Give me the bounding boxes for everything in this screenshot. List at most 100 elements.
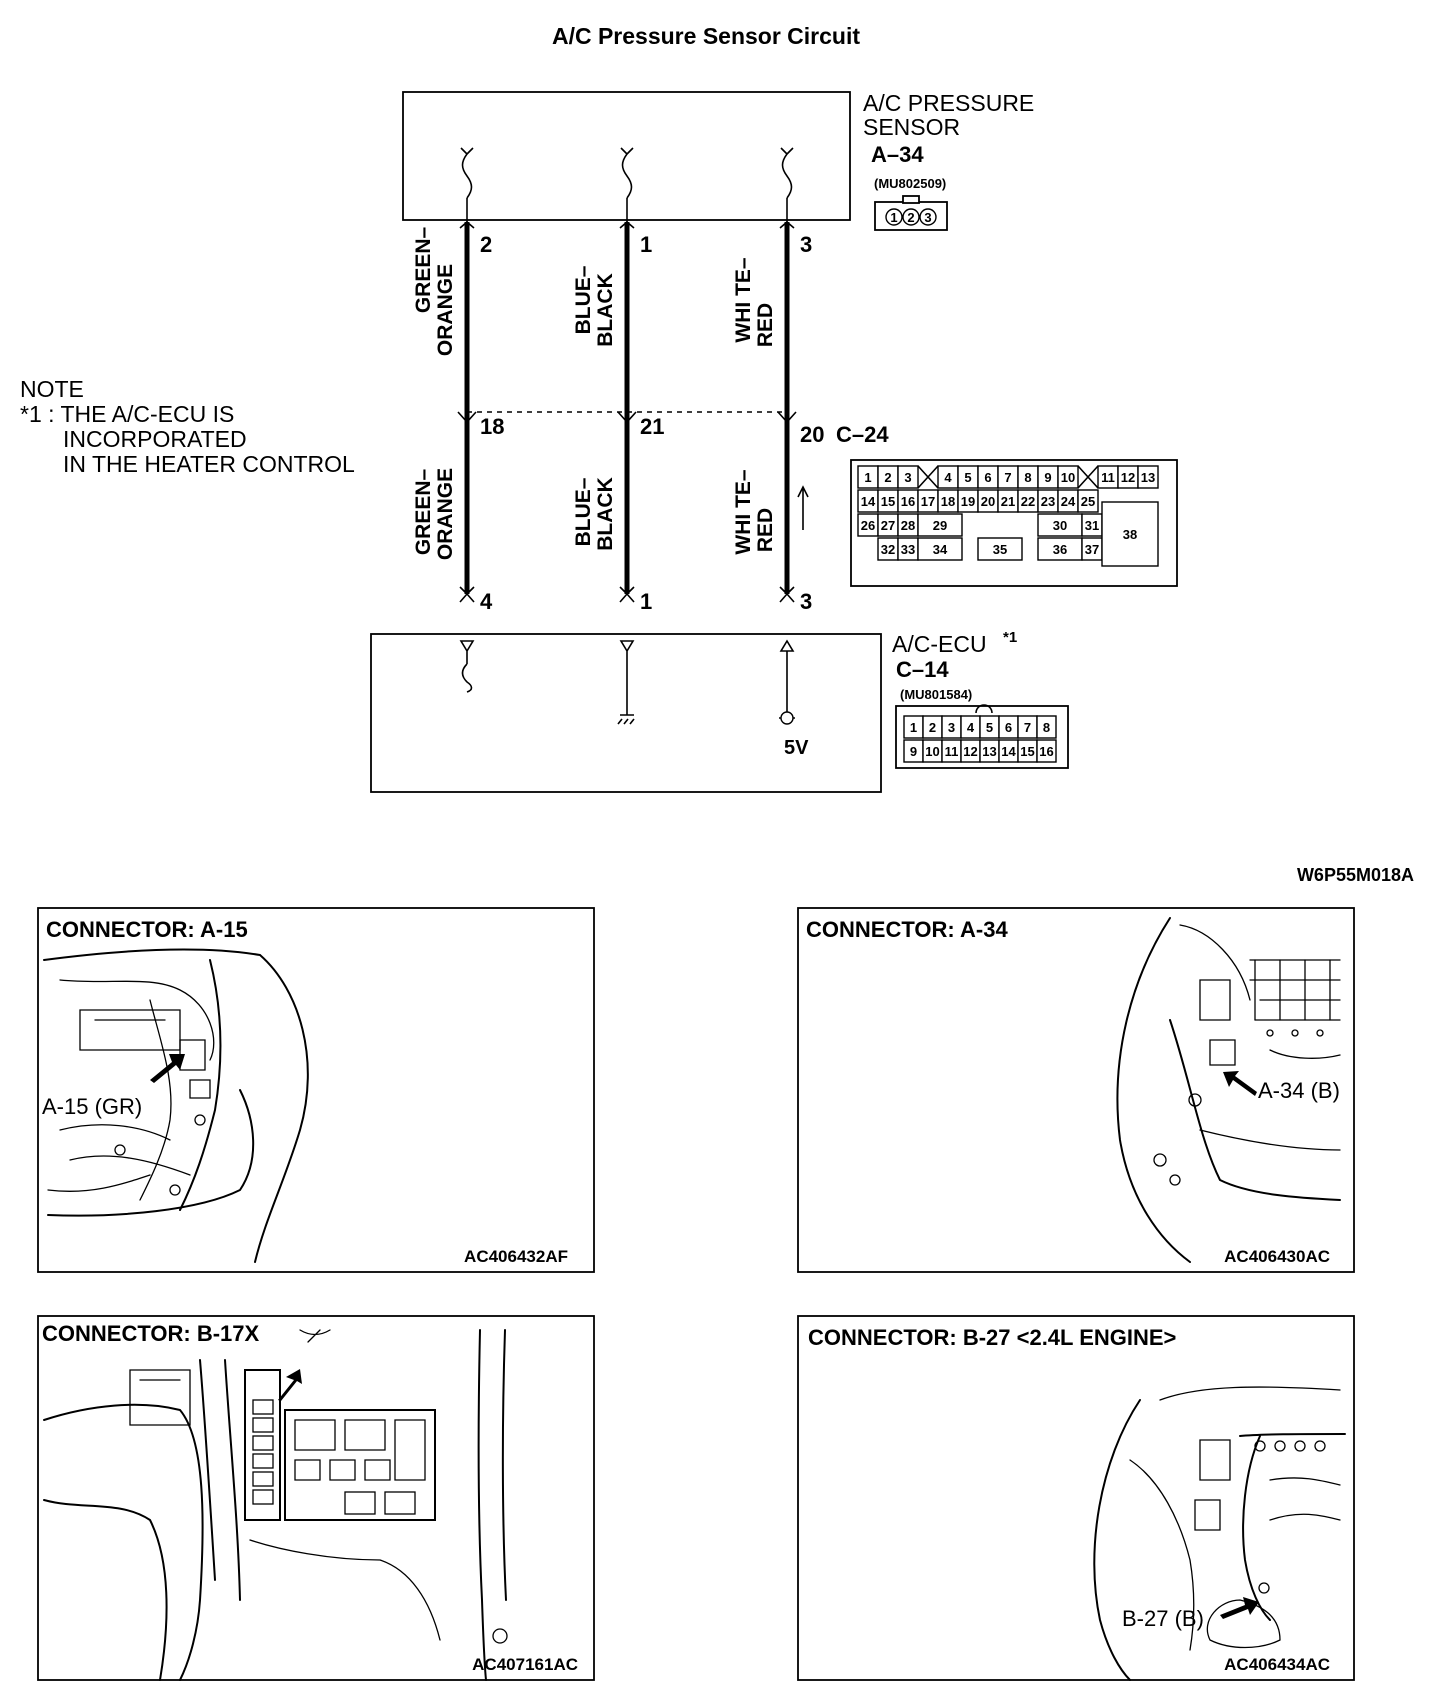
- connector-pin-label: 9: [1044, 470, 1051, 485]
- arrow-icon: [150, 1054, 185, 1083]
- arrow-icon: [278, 1369, 302, 1401]
- wire-color-label: WHI TE–: [732, 469, 755, 554]
- blank-pin-cross: [917, 465, 939, 489]
- wire-bottom-pin: 1: [640, 589, 652, 614]
- sensor-terminal-marks: [459, 221, 795, 229]
- connector-pin-cell: [1057, 465, 1079, 489]
- connector-pin-label: 36: [1053, 542, 1067, 557]
- wire-mid-pin: 21: [640, 414, 664, 439]
- sensor-connector-id: A–34: [871, 142, 924, 167]
- sensor-pin: 3: [924, 210, 931, 225]
- connector-pin-label: 12: [963, 744, 977, 759]
- diagram-title: A/C Pressure Sensor Circuit: [552, 23, 860, 49]
- panel-connector-a34: CONNECTOR: A-34 AC406430AC A-34 (B): [797, 907, 1355, 1273]
- connector-pin-label: 18: [941, 494, 955, 509]
- connector-pin-label: 11: [945, 744, 959, 759]
- connector-pin-cell: [897, 465, 919, 489]
- ecu-box: [370, 633, 882, 793]
- connector-pin-label: 31: [1085, 518, 1099, 533]
- connector-pin-label: 11: [1101, 470, 1115, 485]
- wire-color-label: ORANGE: [434, 468, 457, 560]
- connector-pin-label: 30: [1053, 518, 1067, 533]
- mid-connector-id: C–24: [836, 422, 889, 447]
- fuse-box-sketch: [43, 1329, 508, 1681]
- panel-code: AC407161AC: [472, 1655, 578, 1674]
- connector-pin-cell: [1077, 489, 1099, 513]
- wire-top-pin: 3: [800, 232, 812, 257]
- panel-connector-b17x: CONNECTOR: B-17X AC407161AC: [37, 1315, 595, 1681]
- wire-color-label: BLUE–: [572, 265, 595, 334]
- diagram-code: W6P55M018A: [1297, 865, 1414, 885]
- connector-pin-label: 16: [901, 494, 915, 509]
- ecu-internal: [459, 586, 795, 725]
- panel-code: AC406434AC: [1224, 1655, 1330, 1674]
- connector-pin-label: 15: [1020, 744, 1034, 759]
- connector-pin-label: 2: [929, 720, 936, 735]
- connector-pin-cell: [1036, 739, 1057, 763]
- connector-pin-label: 37: [1085, 542, 1099, 557]
- engine-bay-sketch: [43, 948, 309, 1263]
- ecu-supply-label: 5V: [784, 737, 809, 759]
- sensor-connector-face: 1 2 3: [874, 195, 948, 231]
- connector-pin-label: 14: [861, 494, 876, 509]
- connector-pin-label: 4: [944, 470, 952, 485]
- connector-pin-label: 3: [904, 470, 911, 485]
- connector-pin-label: 28: [901, 518, 915, 533]
- connector-pin-label: 13: [1141, 470, 1155, 485]
- connector-pin-cell: [917, 513, 963, 537]
- panel-title: CONNECTOR: B-17X: [42, 1321, 260, 1346]
- wire-color-label: WHI TE–: [732, 257, 755, 342]
- wire-color-label: GREEN–: [412, 227, 435, 314]
- sensor-part-number: (MU802509): [874, 176, 946, 191]
- connector-pin-label: 38: [1123, 527, 1137, 542]
- ecu-superscript: *1: [1003, 629, 1017, 646]
- wire-bottom-pin: 3: [800, 589, 812, 614]
- connector-pin-label: 8: [1024, 470, 1031, 485]
- sensor-internal-connectors: [460, 147, 794, 222]
- connector-pin-label: 7: [1024, 720, 1031, 735]
- connector-pin-label: 23: [1041, 494, 1055, 509]
- sensor-pin: 2: [907, 210, 914, 225]
- sensor-name-line2: SENSOR: [863, 114, 960, 140]
- connector-pin-label: 9: [910, 744, 917, 759]
- wire-color-label: RED: [754, 508, 777, 552]
- connector-pin-label: 1: [910, 720, 917, 735]
- ecu-part-number: (MU801584): [900, 687, 972, 702]
- connector-pin-label: 29: [933, 518, 947, 533]
- wire-green-orange: [457, 222, 477, 594]
- wire-color-label: BLACK: [594, 477, 617, 551]
- connector-pin-label: 16: [1039, 744, 1053, 759]
- connector-pin-label: 32: [881, 542, 895, 557]
- connector-pin-label: 33: [901, 542, 915, 557]
- connector-pin-label: 5: [964, 470, 971, 485]
- connector-pin-label: 10: [1061, 470, 1075, 485]
- connector-pin-label: 6: [1005, 720, 1012, 735]
- connector-pin-label: 7: [1004, 470, 1011, 485]
- connector-pin-label: 14: [1001, 744, 1016, 759]
- wire-top-pin: 2: [480, 232, 492, 257]
- connector-pin-label: 35: [993, 542, 1007, 557]
- connector-pin-label: 5: [986, 720, 993, 735]
- connector-pin-label: 27: [881, 518, 895, 533]
- wire-bottom-pin: 4: [480, 589, 493, 614]
- panel-title: CONNECTOR: B-27 <2.4L ENGINE>: [808, 1325, 1176, 1350]
- connector-pin-label: 21: [1001, 494, 1015, 509]
- connector-pin-cell: [977, 537, 1023, 561]
- connector-pin-label: 13: [982, 744, 996, 759]
- panel-code: AC406432AF: [464, 1247, 568, 1266]
- arrow-icon: [1223, 1071, 1257, 1096]
- wire-top-pin: 1: [640, 232, 652, 257]
- connector-pin-cell: [1101, 501, 1159, 567]
- connector-location-label: A-15 (GR): [42, 1094, 142, 1119]
- ecu-name: A/C-ECU: [892, 631, 987, 657]
- connector-location-label: A-34 (B): [1258, 1078, 1340, 1103]
- wire-color-label: BLUE–: [572, 477, 595, 546]
- panel-title: CONNECTOR: A-15: [46, 917, 248, 942]
- connector-pin-label: 26: [861, 518, 875, 533]
- connector-pin-label: 17: [921, 494, 935, 509]
- wire-mid-pin: 18: [480, 414, 504, 439]
- arrow-icon: [1220, 1597, 1259, 1619]
- connector-pin-label: 1: [864, 470, 871, 485]
- connector-pin-label: 4: [967, 720, 975, 735]
